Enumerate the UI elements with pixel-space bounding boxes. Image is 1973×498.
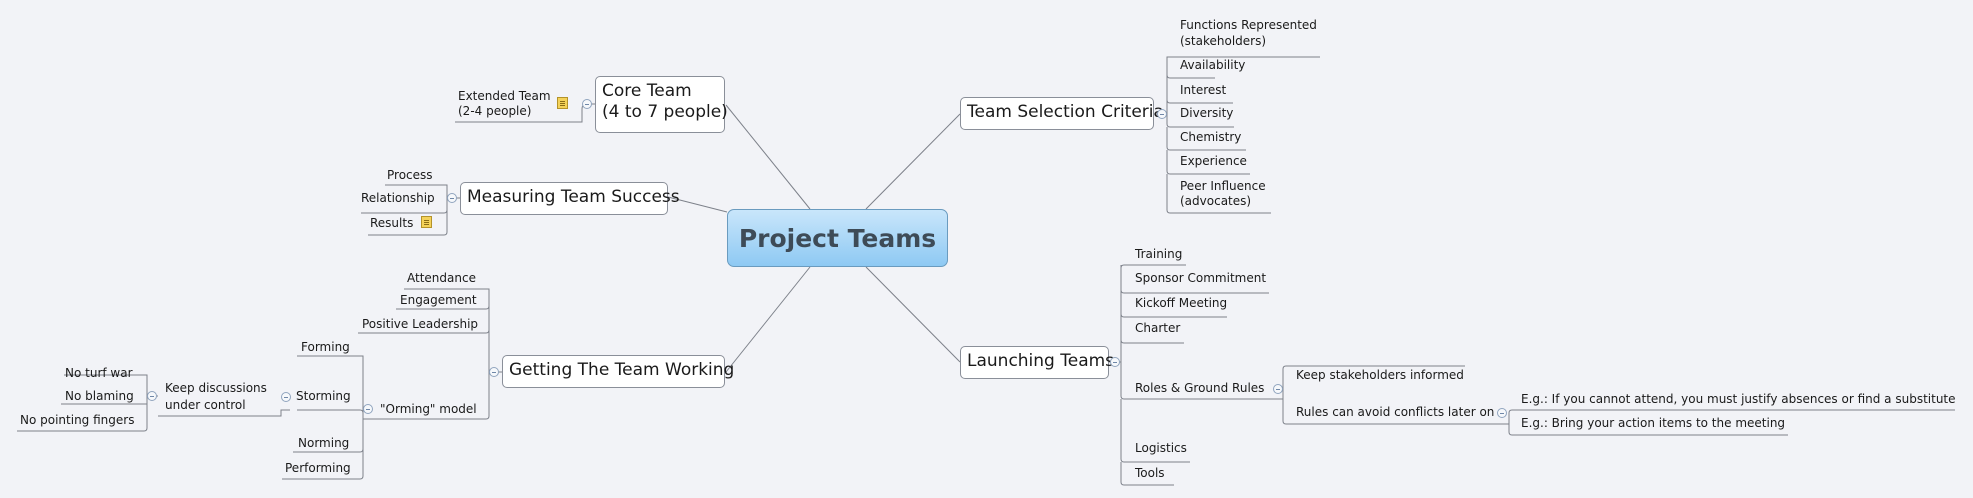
team-selection-criteria-topic[interactable]: Team Selection Criteria xyxy=(960,97,1164,130)
example-bring-action-items: E.g.: Bring your action items to the mee… xyxy=(1521,416,1786,430)
central-topic[interactable]: Project Teams xyxy=(727,209,948,267)
criteria-functions-line2: (stakeholders) xyxy=(1180,34,1267,48)
collapse-icon[interactable] xyxy=(489,367,499,377)
measuring-item-relationship: Relationship xyxy=(361,191,435,205)
criteria-experience: Experience xyxy=(1180,154,1247,168)
collapse-icon[interactable] xyxy=(147,391,157,401)
launch-item-kickoff-meeting: Kickoff Meeting xyxy=(1135,296,1228,310)
rule-no-turf-war: No turf war xyxy=(65,366,133,380)
rule-no-pointing-fingers: No pointing fingers xyxy=(20,413,135,427)
measuring-team-success-topic[interactable]: Measuring Team Success xyxy=(460,182,680,215)
launch-item-logistics: Logistics xyxy=(1135,441,1187,455)
collapse-icon[interactable] xyxy=(363,404,373,414)
rule-no-blaming: No blaming xyxy=(65,389,134,403)
launch-item-sponsor-commitment: Sponsor Commitment xyxy=(1135,271,1267,285)
measuring-item-results: Results xyxy=(370,216,414,230)
orming-model-label: "Orming" model xyxy=(380,402,477,416)
stage-norming: Norming xyxy=(298,436,350,450)
stage-forming: Forming xyxy=(301,340,350,354)
collapse-icon[interactable] xyxy=(1110,357,1120,367)
example-justify-absences: E.g.: If you cannot attend, you must jus… xyxy=(1521,392,1956,406)
roles-avoid-conflicts: Rules can avoid conflicts later on xyxy=(1296,405,1495,419)
launching-teams-topic[interactable]: Launching Teams xyxy=(960,346,1114,379)
roles-keep-stakeholders-informed: Keep stakeholders informed xyxy=(1296,368,1464,382)
working-item-positive-leadership: Positive Leadership xyxy=(362,317,479,331)
getting-team-working-topic[interactable]: Getting The Team Working xyxy=(502,355,734,388)
criteria-availability: Availability xyxy=(1180,58,1246,72)
extended-team-line1: Extended Team xyxy=(458,89,551,103)
collapse-icon[interactable] xyxy=(281,392,291,402)
criteria-peer-influence-line2: (advocates) xyxy=(1180,194,1252,208)
extended-team-line2: (2-4 people) xyxy=(458,104,532,118)
keep-discussions-line2: under control xyxy=(165,398,246,412)
stage-storming: Storming xyxy=(296,389,351,403)
launch-item-tools: Tools xyxy=(1135,466,1165,480)
collapse-icon[interactable] xyxy=(582,99,592,109)
core-team-topic[interactable]: Core Team (4 to 7 people) xyxy=(595,76,728,133)
keep-discussions-line1: Keep discussions xyxy=(165,381,267,395)
criteria-diversity: Diversity xyxy=(1180,106,1234,120)
launch-item-charter: Charter xyxy=(1135,321,1181,335)
working-item-engagement: Engagement xyxy=(400,293,477,307)
collapse-icon[interactable] xyxy=(447,193,457,203)
collapse-icon[interactable] xyxy=(1273,384,1283,394)
launch-item-roles-ground-rules: Roles & Ground Rules xyxy=(1135,381,1265,395)
note-icon[interactable] xyxy=(557,97,568,109)
working-item-attendance: Attendance xyxy=(407,271,476,285)
criteria-chemistry: Chemistry xyxy=(1180,130,1242,144)
core-team-line1: Core Team xyxy=(602,81,692,101)
measuring-item-process: Process xyxy=(387,168,433,182)
collapse-icon[interactable] xyxy=(1497,408,1507,418)
launch-item-training: Training xyxy=(1135,247,1183,261)
criteria-peer-influence-line1: Peer Influence xyxy=(1180,179,1266,193)
criteria-functions-line1: Functions Represented xyxy=(1180,18,1317,32)
note-icon[interactable] xyxy=(421,216,432,228)
criteria-interest: Interest xyxy=(1180,83,1227,97)
collapse-icon[interactable] xyxy=(1157,109,1167,119)
stage-performing: Performing xyxy=(285,461,351,475)
core-team-line2: (4 to 7 people) xyxy=(602,102,728,122)
